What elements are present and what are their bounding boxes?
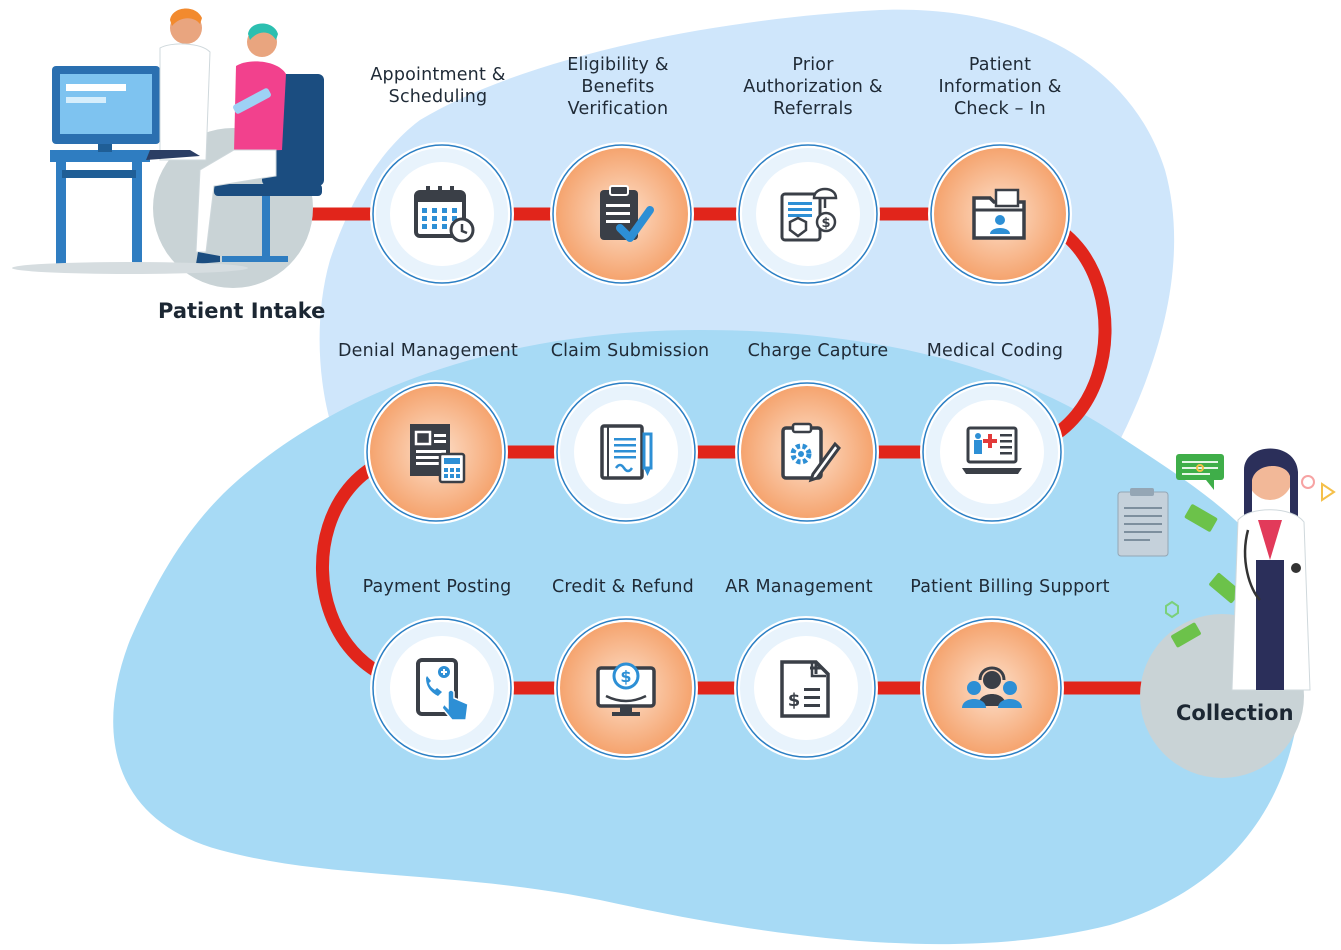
- node-border: [552, 144, 692, 284]
- node-border: [372, 144, 512, 284]
- workflow-step-label: Claim Submission: [550, 341, 710, 361]
- node-border: [922, 618, 1062, 758]
- workflow-step-node: [550, 142, 694, 286]
- workflow-step-node: [370, 142, 514, 286]
- workflow-step-node: [920, 616, 1064, 760]
- patient-intake-illustration: [12, 8, 324, 288]
- clipboard-gear-pen-icon: [781, 422, 841, 483]
- workflow-step-label: AR Management: [725, 577, 873, 597]
- workflow-step-label: Denial Management: [337, 341, 519, 361]
- calendar-clock-icon: [414, 186, 475, 243]
- tablet-tap-icon: [416, 658, 469, 721]
- workflow-step-node: $: [736, 142, 880, 286]
- start-label: Patient Intake: [158, 299, 326, 323]
- workflow-step-node: [364, 380, 508, 524]
- workflow-step-label: Credit & Refund: [552, 577, 694, 597]
- workflow-nodes: $ $ $: [364, 142, 1072, 760]
- svg-text:$: $: [620, 667, 631, 686]
- workflow-step-node: [370, 616, 514, 760]
- node-border: [930, 144, 1070, 284]
- clipboard-check-icon: [600, 185, 654, 242]
- invoice-dollar-icon: $: [780, 660, 830, 718]
- workflow-step-label: Charge Capture: [747, 341, 889, 361]
- svg-text:$: $: [788, 690, 801, 711]
- insurance-document-icon: $: [780, 187, 838, 242]
- workflow-step-node: $: [554, 616, 698, 760]
- support-agents-icon: [962, 666, 1022, 708]
- node-border: [738, 144, 878, 284]
- workflow-step-label: Eligibility & Benefits Verification: [567, 55, 669, 119]
- end-label: Collection: [1176, 701, 1294, 725]
- node-border: [372, 618, 512, 758]
- patient-folder-icon: [972, 188, 1026, 240]
- workflow-step-label: Prior Authorization & Referrals: [743, 55, 883, 119]
- node-border: [556, 382, 696, 522]
- workflow-step-node: [554, 380, 698, 524]
- monitor-dollar-icon: $: [596, 662, 656, 716]
- node-border: [736, 618, 876, 758]
- workflow-step-label: Payment Posting: [362, 577, 512, 597]
- workflow-step-label: Patient Billing Support: [910, 577, 1110, 597]
- document-calculator-icon: [410, 424, 466, 484]
- workflow-step-node: [735, 380, 879, 524]
- claim-form-icon: [600, 424, 653, 480]
- workflow-step-label: Medical Coding: [926, 341, 1064, 361]
- node-inner: [390, 162, 494, 266]
- collection-illustration: [1117, 448, 1336, 778]
- laptop-chart-icon: [962, 426, 1022, 474]
- svg-text:$: $: [821, 216, 830, 231]
- workflow-step-node: $: [734, 616, 878, 760]
- node-border: [556, 618, 696, 758]
- workflow-step-node: [928, 142, 1072, 286]
- workflow-step-label: Appointment & Scheduling: [370, 65, 506, 107]
- node-border: [922, 382, 1062, 522]
- workflow-step-label: Patient Information & Check – In: [938, 55, 1062, 119]
- node-border: [737, 382, 877, 522]
- workflow-step-node: [920, 380, 1064, 524]
- node-border: [366, 382, 506, 522]
